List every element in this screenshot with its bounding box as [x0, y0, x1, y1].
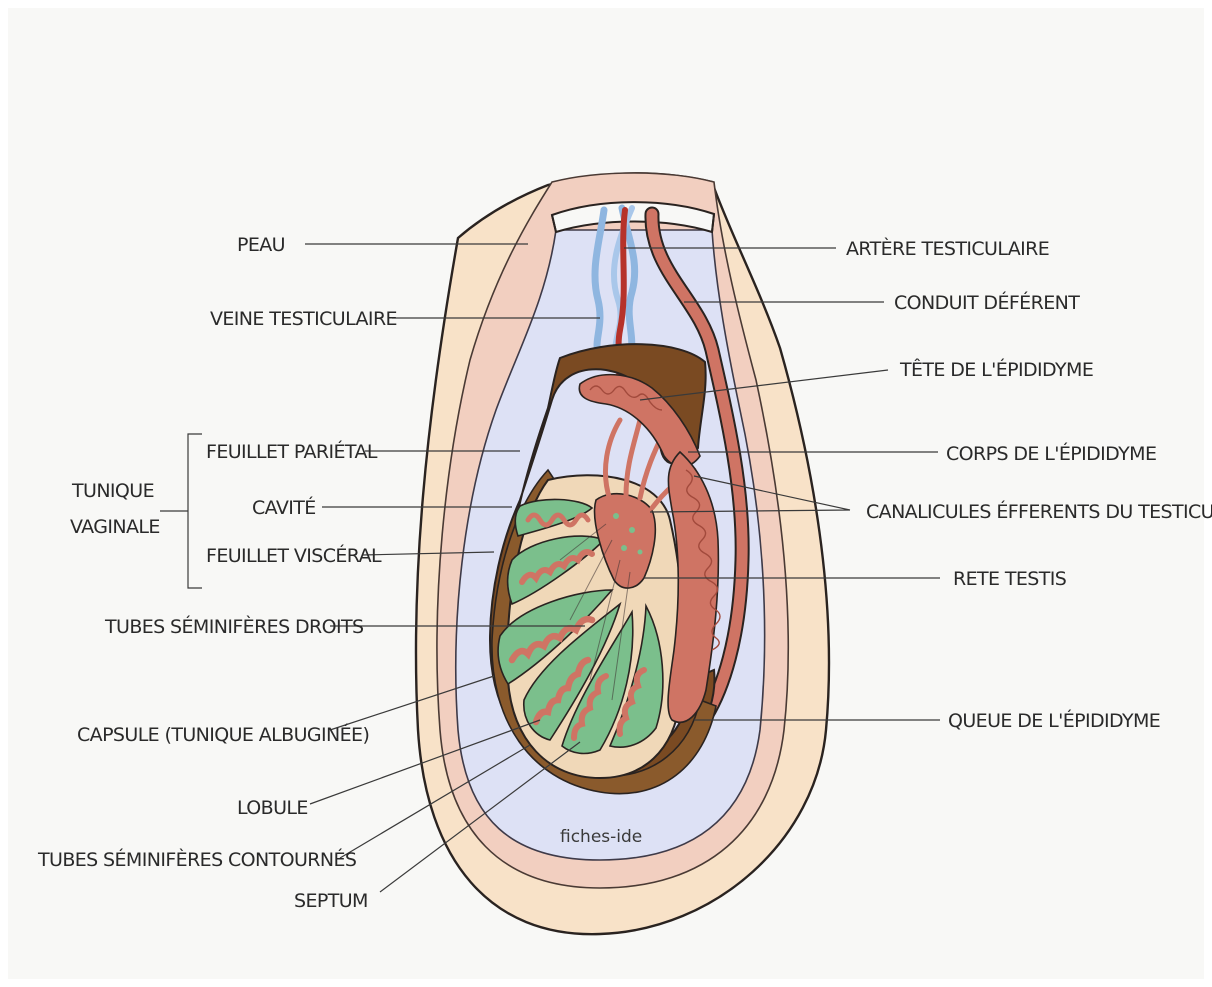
label-peau: PEAU	[237, 234, 285, 256]
label-tete-epididyme: TÊTE DE L'ÉPIDIDYME	[899, 358, 1093, 381]
label-capsule: CAPSULE (TUNIQUE ALBUGINÉE)	[77, 723, 369, 746]
label-feuillet-parietal: FEUILLET PARIÉTAL	[206, 440, 378, 463]
label-lobule: LOBULE	[237, 797, 308, 819]
rete-channel-dot-2	[629, 527, 635, 533]
rete-channel-dot-4	[638, 550, 643, 555]
label-cavite: CAVITÉ	[252, 496, 316, 519]
label-artere-testiculaire: ARTÈRE TESTICULAIRE	[846, 237, 1049, 260]
label-queue-epididyme: QUEUE DE L'ÉPIDIDYME	[948, 709, 1160, 732]
label-rete-testis: RETE TESTIS	[953, 568, 1066, 590]
rete-channel-dot-3	[621, 545, 627, 551]
label-tunique-line2: VAGINALE	[70, 516, 160, 538]
label-feuillet-visceral: FEUILLET VISCÉRAL	[206, 544, 382, 567]
label-conduit-deferent: CONDUIT DÉFÉRENT	[894, 291, 1080, 314]
watermark-text: fiches-ide	[560, 827, 642, 847]
label-canalicules-efferents: CANALICULES ÉFFERENTS DU TESTICULE	[866, 500, 1212, 523]
label-tubes-droits: TUBES SÉMINIFÈRES DROITS	[104, 615, 363, 638]
label-corps-epididyme: CORPS DE L'ÉPIDIDYME	[946, 442, 1156, 465]
rete-channel-dot-1	[613, 513, 619, 519]
label-tubes-contournes: TUBES SÉMINIFÈRES CONTOURNÉS	[37, 848, 356, 871]
label-septum: SEPTUM	[294, 890, 368, 912]
label-tunique-line1: TUNIQUE	[71, 480, 154, 502]
label-veine-testiculaire: VEINE TESTICULAIRE	[210, 308, 397, 330]
